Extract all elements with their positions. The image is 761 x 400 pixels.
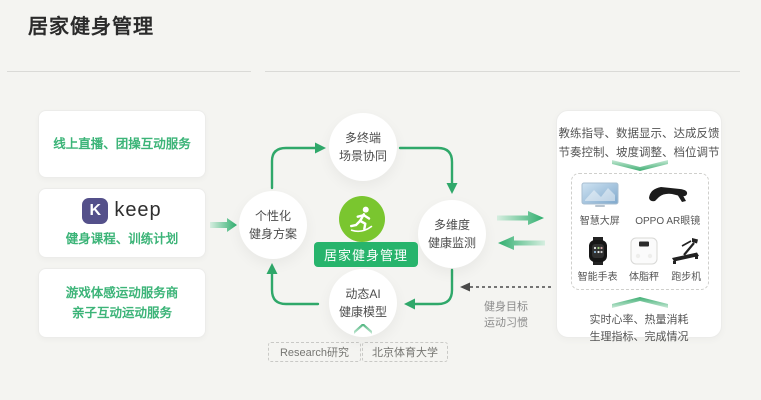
node-personalized-plan: 个性化 健身方案: [239, 191, 307, 259]
runner-icon: [350, 206, 373, 233]
smartwatch-icon: [588, 237, 607, 265]
body-fat-scale-icon: [630, 237, 658, 265]
runner-badge: [339, 196, 385, 242]
device-ar-glasses: OPPO AR眼镜: [635, 182, 700, 227]
devices-box: 智慧大屏 OPPO AR眼镜: [571, 173, 709, 290]
node-multi-terminal-line2: 场景协同: [338, 149, 387, 163]
device-ar-glasses-label: OPPO AR眼镜: [635, 216, 701, 227]
center-label-button: 居家健身管理: [314, 242, 418, 267]
feedback-line2: 运动习惯: [484, 317, 528, 329]
node-monitoring-line2: 健康监测: [427, 236, 476, 250]
devices-panel: 教练指导、数据显示、达成反馈 节奏控制、坡度调整、档位调节 智慧大屏: [556, 110, 722, 343]
card-game-line2: 亲子互动运动服务: [71, 306, 172, 320]
divider-left: [7, 71, 251, 72]
treadmill-icon: [672, 238, 700, 264]
feedback-label: 健身目标 运动习惯: [468, 299, 544, 331]
node-ai-line2: 健康模型: [338, 305, 387, 319]
coach-text-line2: 节奏控制、坡度调整、档位调节: [558, 147, 720, 159]
metrics-line1: 实时心率、热量消耗: [589, 314, 689, 326]
device-body-fat-scale: 体脂秤: [629, 237, 659, 283]
keep-wordmark: keep: [114, 199, 162, 221]
device-body-fat-scale-label: 体脂秤: [628, 272, 659, 283]
coach-text-line1: 教练指导、数据显示、达成反馈: [558, 128, 720, 140]
node-multi-terminal: 多终端 场景协同: [329, 113, 397, 181]
device-smart-screen: 智慧大屏: [580, 182, 620, 227]
node-personalized-line1: 个性化: [254, 209, 291, 223]
devices-row-2: 智能手表 体脂秤: [572, 237, 708, 283]
smart-screen-icon: [581, 182, 619, 207]
card-live-services: 线上直播、团操互动服务: [38, 110, 206, 178]
card-game-services: 游戏体感运动服务商 亲子互动运动服务: [38, 268, 206, 338]
device-smart-screen-label: 智慧大屏: [579, 216, 620, 227]
dashed-feedback-arrow-icon: [460, 282, 552, 292]
chevron-down-icon: [612, 160, 668, 171]
node-ai-line1: 动态AI: [345, 287, 381, 301]
tag-university: 北京体育大学: [362, 342, 448, 362]
ar-glasses-icon: [648, 187, 687, 202]
node-personalized-line2: 健身方案: [248, 227, 297, 241]
keep-logo-icon: K: [82, 197, 109, 224]
card-live-services-label: 线上直播、团操互动服务: [53, 137, 191, 151]
devices-row-1: 智慧大屏 OPPO AR眼镜: [572, 182, 708, 227]
arrow-from-devices-icon: [498, 236, 545, 250]
divider-right: [265, 71, 740, 72]
chevron-up-icon: [612, 297, 668, 308]
card-game-line1: 游戏体感运动服务商: [65, 286, 179, 300]
tag-university-label: 北京体育大学: [372, 347, 438, 359]
feedback-line1: 健身目标: [484, 301, 528, 313]
arrow-to-devices-icon: [497, 211, 544, 225]
device-smartwatch: 智能手表: [578, 237, 618, 283]
keep-logo: K keep: [82, 197, 162, 224]
card-keep: K keep 健身课程、训练计划: [38, 188, 206, 258]
device-treadmill: 跑步机: [670, 237, 702, 283]
node-health-monitoring: 多维度 健康监测: [418, 200, 486, 268]
page-title: 居家健身管理: [28, 16, 154, 38]
card-keep-caption: 健身课程、训练计划: [65, 231, 179, 246]
tag-research-label: Research研究: [279, 347, 350, 359]
chevron-up-small-icon: [354, 324, 372, 334]
arrow-right-icon: [210, 218, 237, 232]
device-smartwatch-label: 智能手表: [577, 272, 618, 283]
tag-research: Research研究: [268, 342, 361, 362]
node-monitoring-line1: 多维度: [433, 218, 470, 232]
device-treadmill-label: 跑步机: [671, 272, 702, 283]
node-multi-terminal-line1: 多终端: [344, 131, 381, 145]
metrics-line2: 生理指标、完成情况: [589, 331, 689, 343]
